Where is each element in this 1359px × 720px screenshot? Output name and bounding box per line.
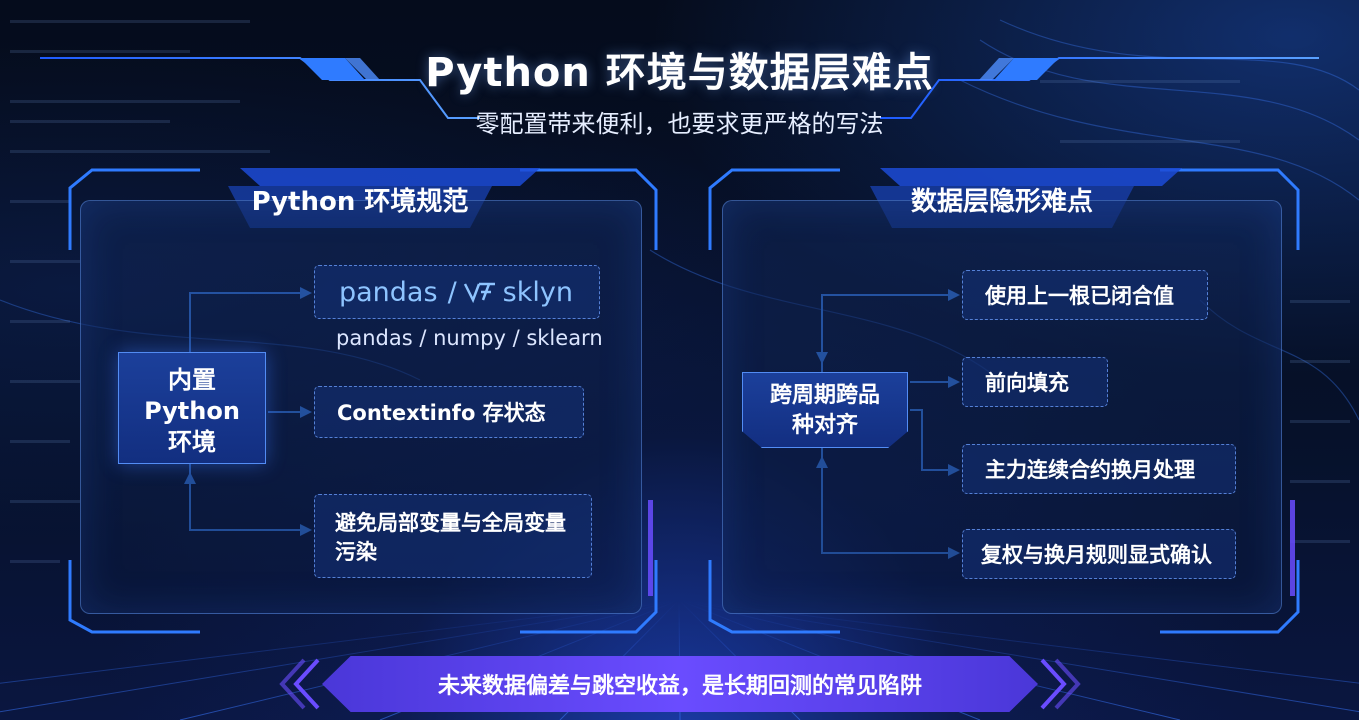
node-continuous-contract-label: 主力连续合约换月处理 xyxy=(985,458,1195,482)
title-frame xyxy=(40,57,1319,119)
node-avoid-line-1: 避免局部变量与全局变量 xyxy=(335,511,566,535)
right-panel-title: 数据层隐形难点 xyxy=(910,187,1093,217)
page-subtitle: 零配置带来便利，也要求更严格的写法 xyxy=(475,110,884,138)
node-forward-fill-label: 前向填充 xyxy=(985,371,1069,395)
right-panel-frame xyxy=(708,168,1300,634)
libraries-caption: pandas / numpy / sklearn xyxy=(336,326,603,350)
hub-cross-period-alignment: 跨周期跨品 种对齐 xyxy=(742,372,908,448)
left-title-plate xyxy=(200,168,540,186)
hub-builtin-python: 内置 Python 环境 xyxy=(118,352,266,464)
node-libraries: pandas / sklyn xyxy=(314,265,600,319)
node-avoid-pollution: 避免局部变量与全局变量 污染 xyxy=(314,494,592,578)
node-last-closed-label: 使用上一根已闭合值 xyxy=(985,284,1174,308)
hub-line-3: 环境 xyxy=(168,428,216,456)
right-accent-bar xyxy=(1290,500,1295,596)
right-title-plate xyxy=(840,168,1182,186)
node-contextinfo-label: Contextinfo 存状态 xyxy=(337,401,546,425)
page-title: Python 环境与数据层难点 xyxy=(425,50,934,96)
footer-banner-text: 未来数据偏差与跳空收益，是长期回测的常见陷阱 xyxy=(437,674,922,699)
hub-line-2: Python xyxy=(144,397,240,425)
node-adjustment-rules: 复权与换月规则显式确认 xyxy=(962,529,1236,579)
node-avoid-line-2: 污染 xyxy=(335,540,377,564)
node-forward-fill: 前向填充 xyxy=(962,357,1108,407)
node-adjustment-rules-label: 复权与换月规则显式确认 xyxy=(981,543,1212,567)
hub-line-1: 内置 xyxy=(168,366,216,394)
footer-banner: 未来数据偏差与跳空收益，是长期回测的常见陷阱 xyxy=(322,656,1038,712)
node-last-closed-value: 使用上一根已闭合值 xyxy=(962,270,1208,320)
left-panel-frame xyxy=(68,168,658,634)
left-accent-bar xyxy=(648,500,653,596)
sklearn-icon xyxy=(463,282,495,303)
hub-right-line-2: 种对齐 xyxy=(791,413,858,438)
node-contextinfo: Contextinfo 存状态 xyxy=(314,386,584,438)
hub-right-line-1: 跨周期跨品 xyxy=(769,383,880,408)
left-panel-title: Python 环境规范 xyxy=(251,187,469,217)
banner-chevrons xyxy=(279,658,1081,710)
node-continuous-contract: 主力连续合约换月处理 xyxy=(962,444,1236,494)
pandas-logo-text: pandas xyxy=(339,276,438,308)
sklearn-logo-text: sklyn xyxy=(502,276,573,308)
code-texture xyxy=(10,20,1350,563)
logo-separator: / xyxy=(447,276,457,308)
